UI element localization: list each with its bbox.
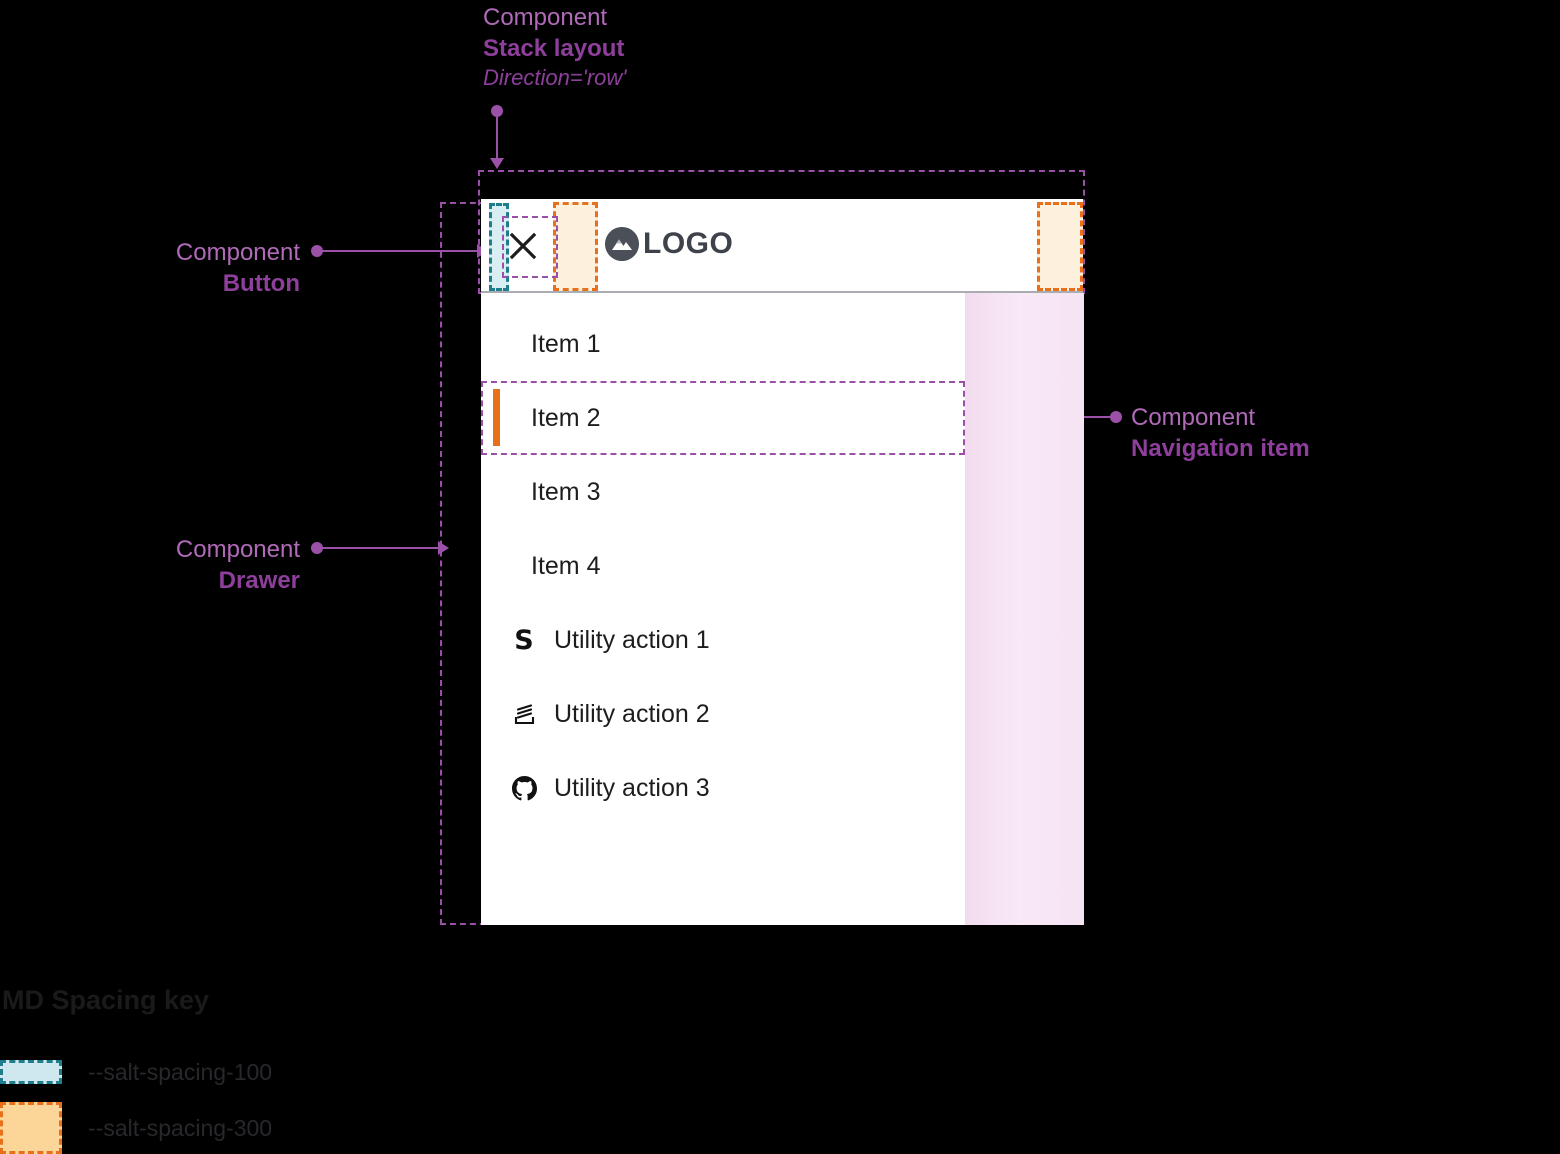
utility-action-label: Utility action 3 bbox=[554, 773, 710, 802]
annotation-name: Drawer bbox=[218, 566, 300, 594]
annotation-kind: Component bbox=[175, 536, 300, 563]
annotation-navigation-item: Component Navigation item bbox=[1131, 403, 1310, 464]
close-icon bbox=[509, 232, 537, 260]
spacing-key: MD Spacing key --salt-spacing-100 --salt… bbox=[0, 985, 272, 1154]
connector-arrow-drawer bbox=[438, 541, 449, 555]
annotation-drawer: Component Drawer bbox=[0, 535, 300, 596]
spacing-key-label: --salt-spacing-300 bbox=[88, 1114, 273, 1141]
spacing-100-swatch bbox=[0, 1060, 62, 1084]
annotation-prop: Direction='row' bbox=[483, 65, 627, 91]
spacing-300-overlay-right bbox=[1037, 202, 1083, 291]
nav-item-1[interactable]: Item 1 bbox=[481, 307, 1083, 381]
connector-line-stack bbox=[496, 111, 498, 160]
logo-text: LOGO bbox=[643, 227, 734, 260]
close-button[interactable] bbox=[499, 222, 547, 270]
spacing-key-row: --salt-spacing-100 bbox=[0, 1046, 272, 1098]
utility-action-3[interactable]: Utility action 3 bbox=[481, 751, 1083, 825]
annotation-stack-layout: Component Stack layout Direction='row' bbox=[483, 3, 627, 93]
nav-item-label: Item 4 bbox=[531, 551, 601, 580]
annotation-name: Button bbox=[222, 269, 300, 297]
connector-dot-nav bbox=[1110, 411, 1122, 423]
mountain-logo-icon bbox=[605, 227, 639, 261]
utility-action-2[interactable]: Utility action 2 bbox=[481, 677, 1083, 751]
nav-item-3[interactable]: Item 3 bbox=[481, 455, 1083, 529]
annotation-kind: Component bbox=[175, 239, 300, 266]
stacked-layers-icon bbox=[511, 702, 537, 727]
connector-line-button bbox=[317, 250, 480, 252]
navigation-list: Item 1 Item 2 Item 3 Item 4 S Utility ac… bbox=[481, 293, 1083, 825]
utility-action-1[interactable]: S Utility action 1 bbox=[481, 603, 1083, 677]
nav-item-label: Item 1 bbox=[531, 329, 601, 358]
annotation-name: Navigation item bbox=[1131, 434, 1310, 462]
spacing-300-overlay-left bbox=[553, 202, 598, 291]
connector-line-drawer bbox=[317, 547, 441, 549]
drawer: LOGO Item 1 Item 2 Item 3 Item 4 S Utili… bbox=[481, 199, 1083, 925]
connector-arrow-stack bbox=[490, 158, 504, 169]
github-icon bbox=[511, 775, 537, 801]
annotation-kind: Component bbox=[483, 4, 608, 31]
spacing-key-label: --salt-spacing-100 bbox=[88, 1058, 273, 1085]
nav-item-label: Item 3 bbox=[531, 477, 601, 506]
annotation-kind: Component bbox=[1131, 404, 1256, 431]
spacing-100-overlay-left bbox=[489, 203, 509, 291]
nav-item-label: Item 2 bbox=[531, 403, 601, 432]
utility-action-label: Utility action 2 bbox=[554, 699, 710, 728]
salt-s-icon: S bbox=[514, 624, 534, 656]
logo: LOGO bbox=[605, 227, 733, 261]
utility-action-label: Utility action 1 bbox=[554, 625, 710, 654]
annotation-name: Stack layout bbox=[483, 34, 625, 62]
spacing-key-title: MD Spacing key bbox=[2, 985, 210, 1015]
spacing-300-swatch bbox=[0, 1102, 62, 1154]
nav-item-2[interactable]: Item 2 bbox=[481, 381, 1083, 455]
annotation-button: Component Button bbox=[0, 238, 300, 299]
nav-item-4[interactable]: Item 4 bbox=[481, 529, 1083, 603]
spacing-key-row: --salt-spacing-300 bbox=[0, 1102, 272, 1154]
